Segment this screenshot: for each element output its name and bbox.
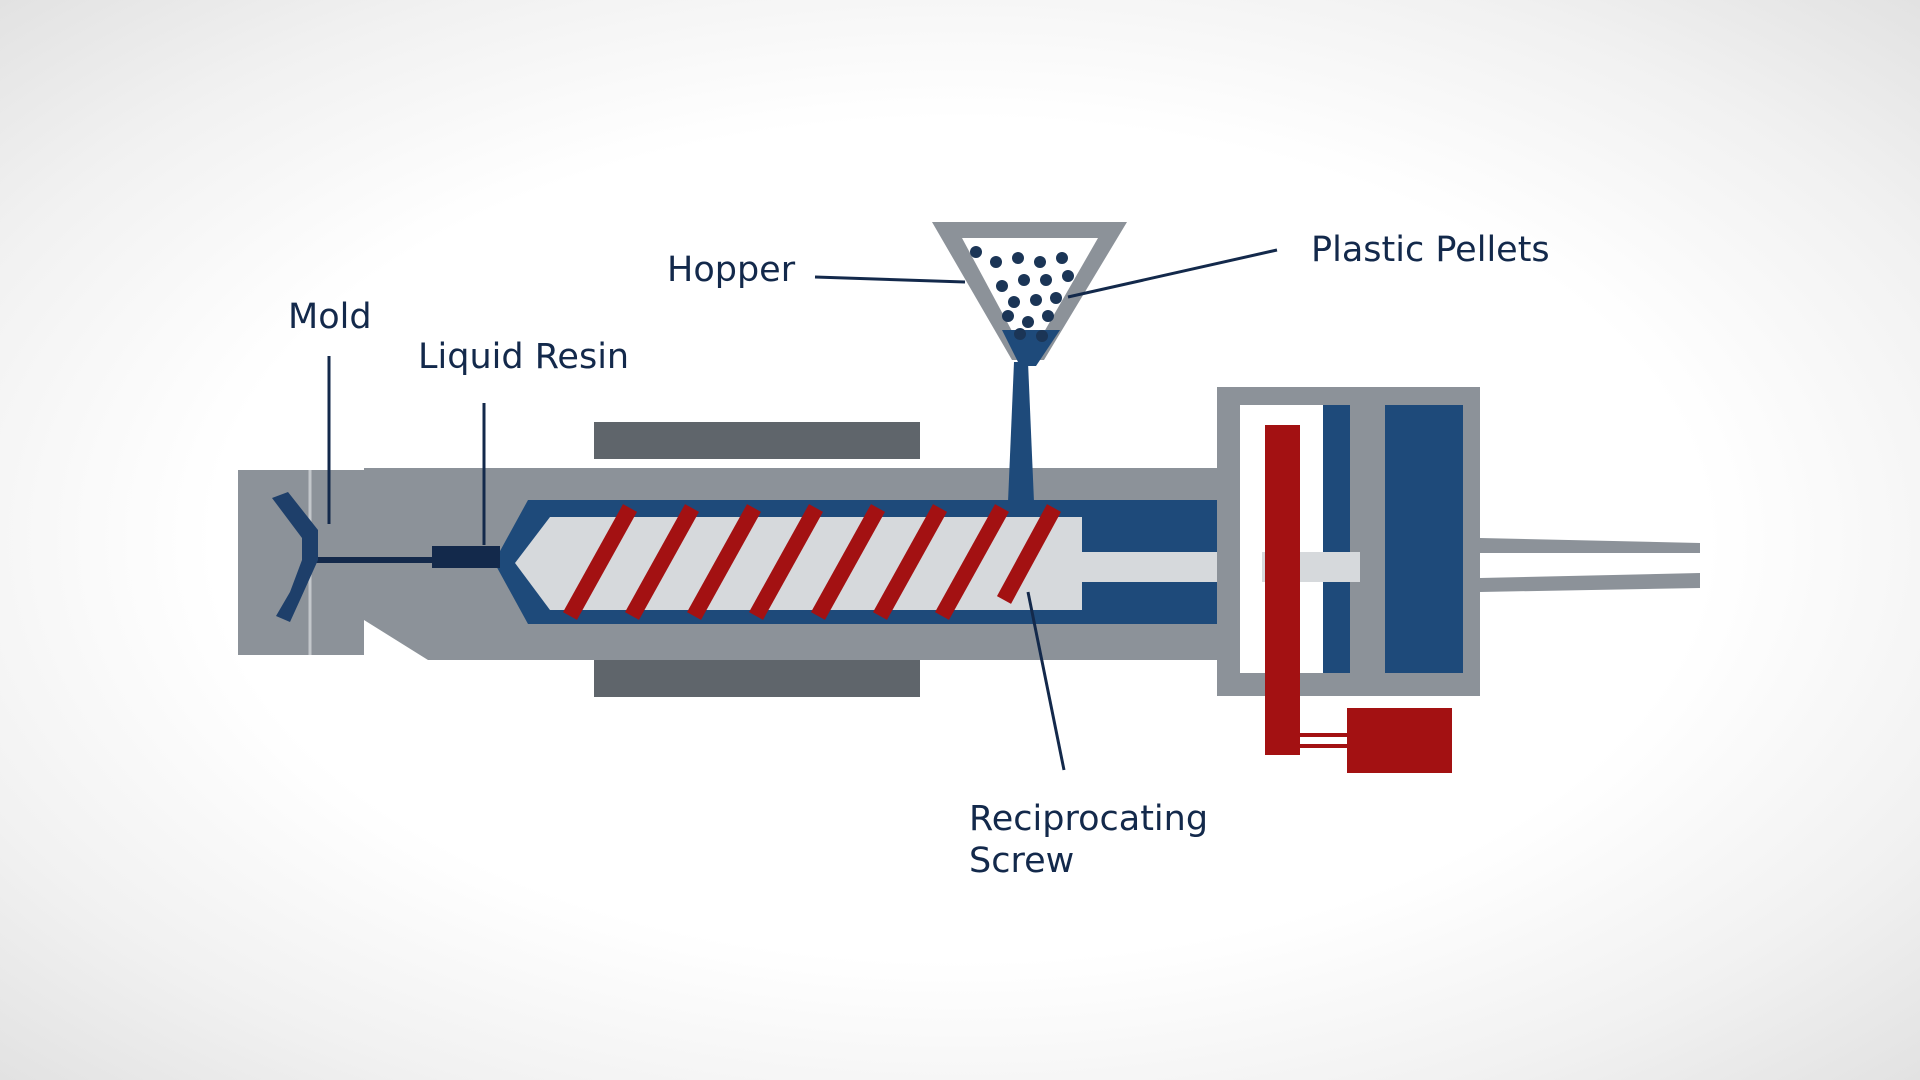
pellet [1042,310,1054,322]
label-hopper: Hopper [667,250,796,290]
screw-flight [687,504,761,620]
screw-flight [749,504,823,620]
screw-flight [811,504,885,620]
molded-part [272,492,318,622]
pellet [1040,274,1052,286]
label-plastic-pellets: Plastic Pellets [1311,230,1550,270]
plastic-pellets [970,246,1074,342]
pellet [1008,296,1020,308]
pellet [1002,310,1014,322]
pellet [1050,292,1062,304]
label-mold: Mold [288,297,372,337]
leader-pellets [1067,248,1278,299]
heater-band-bottom [594,660,920,697]
heater-band-top [594,422,920,459]
cylinder-chamber [1385,405,1463,673]
cylinder-gray-plate [1350,405,1385,673]
screw-flight [873,504,947,620]
label-liquid-resin: Liquid Resin [418,337,629,377]
label-screw-line2: Screw [969,841,1074,881]
drive-gear-plate [1265,425,1300,755]
cylinder-navy-plate [1323,405,1350,673]
screw-flights [563,504,1062,620]
pellet [996,280,1008,292]
pellet [1062,270,1074,282]
screw-flight [625,504,699,620]
pellet [970,246,982,258]
pellet [1030,294,1042,306]
screw-flight [996,504,1062,604]
leader-lines [327,248,1278,771]
pellet [1036,330,1048,342]
resin-nozzle [432,546,500,568]
piston-rod [1480,538,1700,592]
pellet [1018,274,1030,286]
hopper-throat [1008,362,1034,502]
pellet [1014,328,1026,340]
pellet [1056,252,1068,264]
pellet [1012,252,1024,264]
leader-hopper [814,275,966,284]
screw-flight [935,504,1009,620]
pellet [990,256,1002,268]
piston-rod-core [1480,553,1700,573]
label-screw-line1: Reciprocating [969,799,1208,839]
screw-flight [563,504,637,620]
drive-motor [1347,708,1452,773]
pellet [1034,256,1046,268]
leader-screw [1026,591,1066,771]
pellet [1022,316,1034,328]
